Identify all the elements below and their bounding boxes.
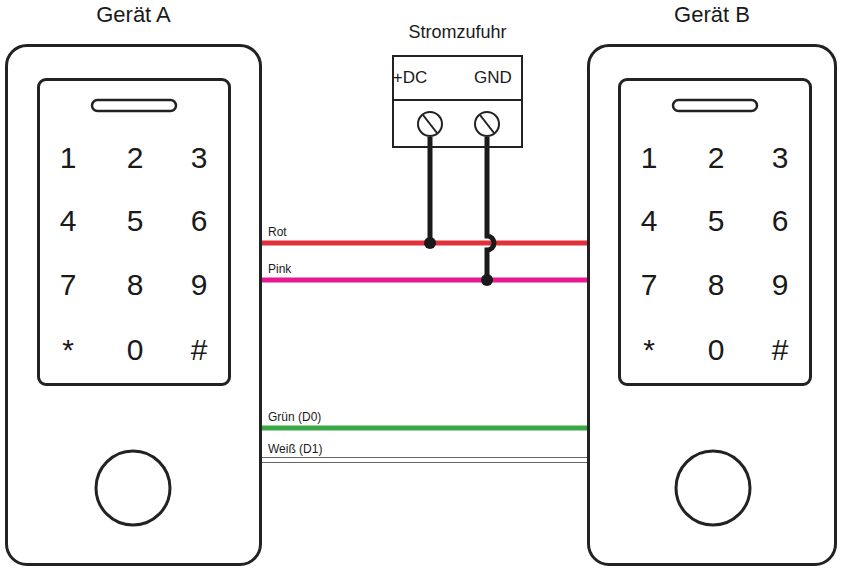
key-label: 4	[641, 203, 658, 239]
key-label: 1	[641, 140, 658, 176]
power-supply: Stromzufuhr+DCGND	[392, 55, 523, 148]
key-label: 5	[708, 203, 725, 239]
device-title: Gerät A	[8, 2, 259, 28]
round-button	[676, 451, 750, 525]
key-label: 9	[191, 267, 208, 303]
key-label: 4	[60, 203, 77, 239]
wire-label: Weiß (D1)	[266, 442, 324, 456]
key-label: 1	[60, 140, 77, 176]
key-label: 3	[772, 140, 789, 176]
power-title: Stromzufuhr	[374, 22, 541, 44]
key-label: #	[772, 332, 789, 368]
junction-dot	[424, 237, 436, 249]
terminal-divider	[393, 99, 522, 101]
status-led	[673, 100, 757, 111]
key-label: 0	[708, 332, 725, 368]
screw-terminal	[418, 112, 442, 136]
key-label: 8	[708, 267, 725, 303]
key-label: 0	[127, 332, 144, 368]
key-label: 2	[708, 140, 725, 176]
terminal-label: GND	[474, 68, 512, 88]
key-label: 5	[127, 203, 144, 239]
key-label: 8	[127, 267, 144, 303]
keypad-panel: 1 2 3 4 5 6 7 8 9 * 0 #	[37, 78, 231, 386]
key-label: 6	[191, 203, 208, 239]
wire-label: Rot	[266, 225, 289, 239]
status-led	[92, 100, 176, 111]
terminal-label: +DC	[393, 68, 427, 88]
wire	[262, 458, 587, 462]
device-housing: Gerät B123456789*0#	[587, 44, 837, 566]
power-lead	[428, 137, 433, 243]
device-title: Gerät B	[590, 2, 834, 28]
green-wire	[262, 428, 587, 429]
device-housing: Gerät A123456789*0#	[5, 44, 262, 566]
key-label: 3	[191, 140, 208, 176]
keypad-panel: 1 2 3 4 5 6 7 8 9 * 0 #	[618, 78, 812, 386]
wire-label: Pink	[266, 262, 293, 276]
screw-terminal	[475, 112, 499, 136]
key-label: *	[643, 332, 655, 368]
round-button	[96, 451, 170, 525]
junction-dot	[481, 274, 493, 286]
key-label: 7	[60, 267, 77, 303]
key-label: 9	[772, 267, 789, 303]
key-label: #	[191, 332, 208, 368]
key-label: 2	[127, 140, 144, 176]
key-label: 7	[641, 267, 658, 303]
power-lead	[487, 137, 494, 280]
wire	[262, 278, 587, 283]
key-label: 6	[772, 203, 789, 239]
wire	[262, 426, 587, 431]
wire-label: Grün (D0)	[266, 410, 323, 424]
key-label: *	[62, 332, 74, 368]
wire-outline	[262, 457, 587, 463]
pink-wire	[262, 280, 587, 281]
white-wire	[262, 460, 587, 461]
